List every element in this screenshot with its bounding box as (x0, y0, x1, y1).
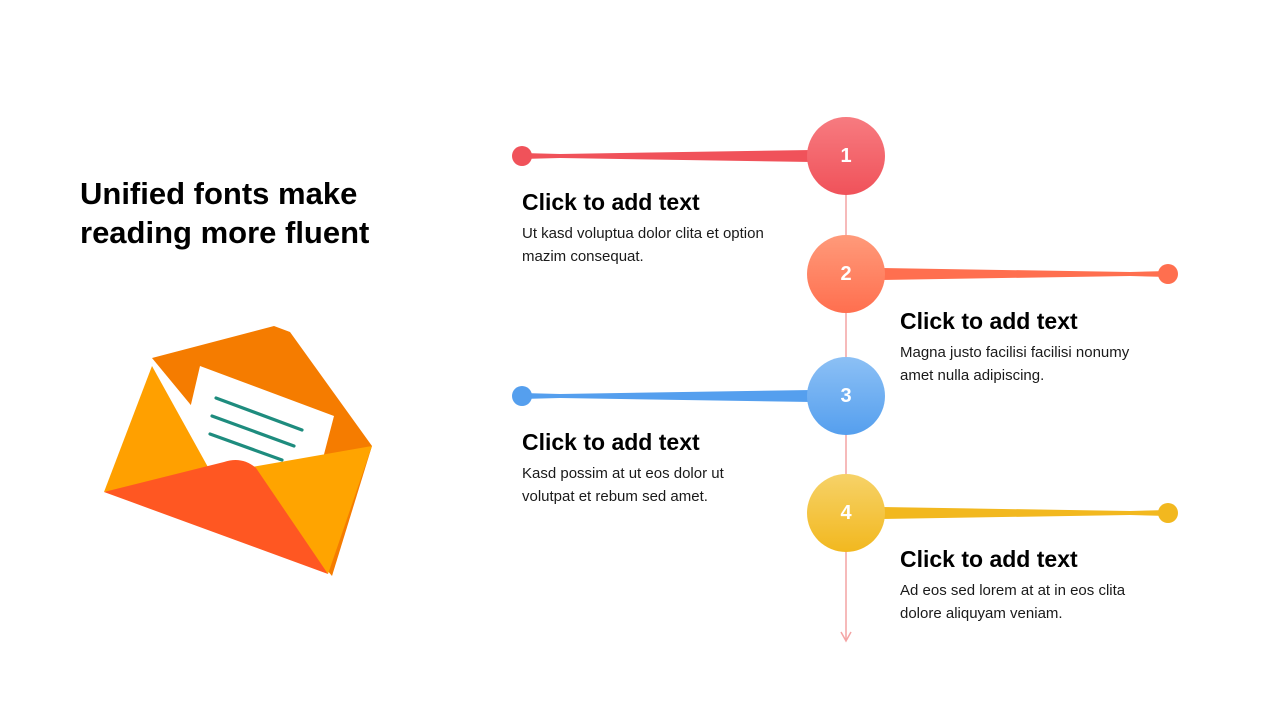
step-3-connector (512, 386, 812, 406)
step-1-text-block: Click to add text Ut kasd voluptua dolor… (522, 188, 812, 268)
slide-title-line-2: reading more fluent (80, 215, 370, 250)
step-1-description[interactable]: Ut kasd voluptua dolor clita et option m… (522, 222, 812, 268)
step-2-number: 2 (840, 263, 852, 285)
step-2-text-block: Click to add text Magna justo facilisi f… (900, 307, 1190, 387)
step-1-connector (512, 146, 812, 166)
step-4-description[interactable]: Ad eos sed lorem at at in eos clita dolo… (900, 579, 1190, 625)
timeline-arrow-head (840, 631, 852, 643)
step-2-connector (880, 264, 1178, 284)
step-4-description-line-2: dolore aliquyam veniam. (900, 605, 1063, 622)
step-1-description-line-1: Ut kasd voluptua dolor clita et option (522, 225, 764, 242)
step-1-description-line-2: mazim consequat. (522, 248, 644, 265)
step-3-description-line-1: Kasd possim at ut eos dolor ut (522, 465, 724, 482)
step-2-node (807, 235, 885, 313)
step-3-heading[interactable]: Click to add text (522, 429, 700, 455)
step-3-description-line-2: volutpat et rebum sed amet. (522, 488, 708, 505)
step-4-number: 4 (840, 502, 852, 524)
open-envelope-letter-icon (104, 326, 372, 576)
slide-title: Unified fonts make reading more fluent (80, 174, 440, 252)
step-1-heading[interactable]: Click to add text (522, 189, 700, 215)
envelope-left-flap (104, 366, 214, 492)
step-2-description-line-2: amet nulla adipiscing. (900, 367, 1045, 384)
slide-title-line-1: Unified fonts make (80, 176, 358, 211)
step-1-number: 1 (840, 145, 852, 167)
step-4-text-block: Click to add text Ad eos sed lorem at at… (900, 545, 1190, 625)
step-3-description[interactable]: Kasd possim at ut eos dolor ut volutpat … (522, 462, 812, 508)
step-2-description[interactable]: Magna justo facilisi facilisi nonumy ame… (900, 341, 1190, 387)
step-2-heading[interactable]: Click to add text (900, 308, 1078, 334)
step-3-node (807, 357, 885, 435)
step-4-connector (880, 503, 1178, 523)
step-3-text-block: Click to add text Kasd possim at ut eos … (522, 428, 812, 508)
step-1-node (807, 117, 885, 195)
envelope-front (104, 460, 328, 574)
step-3-number: 3 (840, 385, 852, 407)
envelope-right-flap (246, 446, 372, 574)
step-4-description-line-1: Ad eos sed lorem at at in eos clita (900, 582, 1126, 599)
step-4-node (807, 474, 885, 552)
step-4-heading[interactable]: Click to add text (900, 546, 1078, 572)
step-2-description-line-1: Magna justo facilisi facilisi nonumy (900, 344, 1130, 361)
